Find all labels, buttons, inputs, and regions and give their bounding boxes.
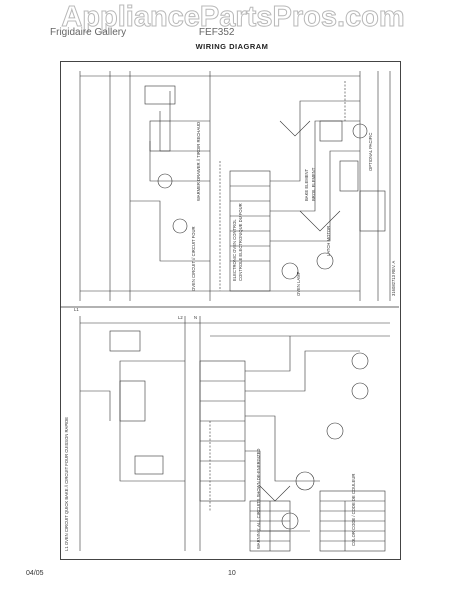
latch-motor-label: LATCH MOTOR	[326, 226, 331, 256]
eoc-label: ELECTRONIC OVEN CONTROL	[232, 219, 237, 281]
footer-date: 04/05	[26, 570, 44, 577]
warmer-drawer-title: WARMER DRAWER // TIROIR RECHAUD	[196, 122, 201, 201]
color-code-title: COLOR CODE / CODE DE COULEUR	[351, 474, 356, 546]
bottom-section-title: L1 OVEN CIRCUIT QUICK BAKE // CIRCUIT FO…	[64, 417, 69, 551]
broil-element-label: BROIL ELEMENT	[311, 167, 316, 201]
diagram-frame	[60, 61, 401, 560]
footer-page-number: 10	[228, 570, 236, 577]
oven-lamp-label: OVEN LAMP	[296, 271, 301, 296]
eoc-box-bottom	[199, 360, 246, 502]
watermark-text: AppliancePartsPros.com	[61, 1, 404, 33]
l2-label: L2	[178, 315, 183, 320]
eoc-label-fr: CONTROLE ELECTRONIQUE DU FOUR	[238, 203, 243, 281]
warning-note: WARNING: ALL CIRCUITS SHOWN DE-ENERGIZED	[256, 449, 261, 549]
watermark-logo: AppliancePartsPros.com	[61, 1, 405, 34]
revision-label: 316082713 REV. A	[391, 261, 396, 296]
wiring-diagram: L1 OVEN CIRCUIT QUICK BAKE // CIRCUIT FO…	[60, 71, 399, 552]
bake-element-label: BAKE ELEMENT	[304, 168, 309, 201]
model-family: Frigidaire Gallery	[50, 27, 127, 38]
n-label: N	[194, 315, 197, 320]
top-section-title: OVEN CIRCUIT // CIRCUIT FOUR	[191, 226, 196, 291]
model-number: FEF352	[198, 27, 235, 38]
optional-pacific-label: OPTIONAL PACIFIC	[368, 133, 373, 171]
page-title: WIRING DIAGRAM	[195, 42, 269, 51]
header-subtitle: Frigidaire Gallery FEF352	[50, 27, 235, 38]
oven-lamp-icon	[281, 262, 299, 280]
l1-label: L1	[74, 307, 79, 312]
